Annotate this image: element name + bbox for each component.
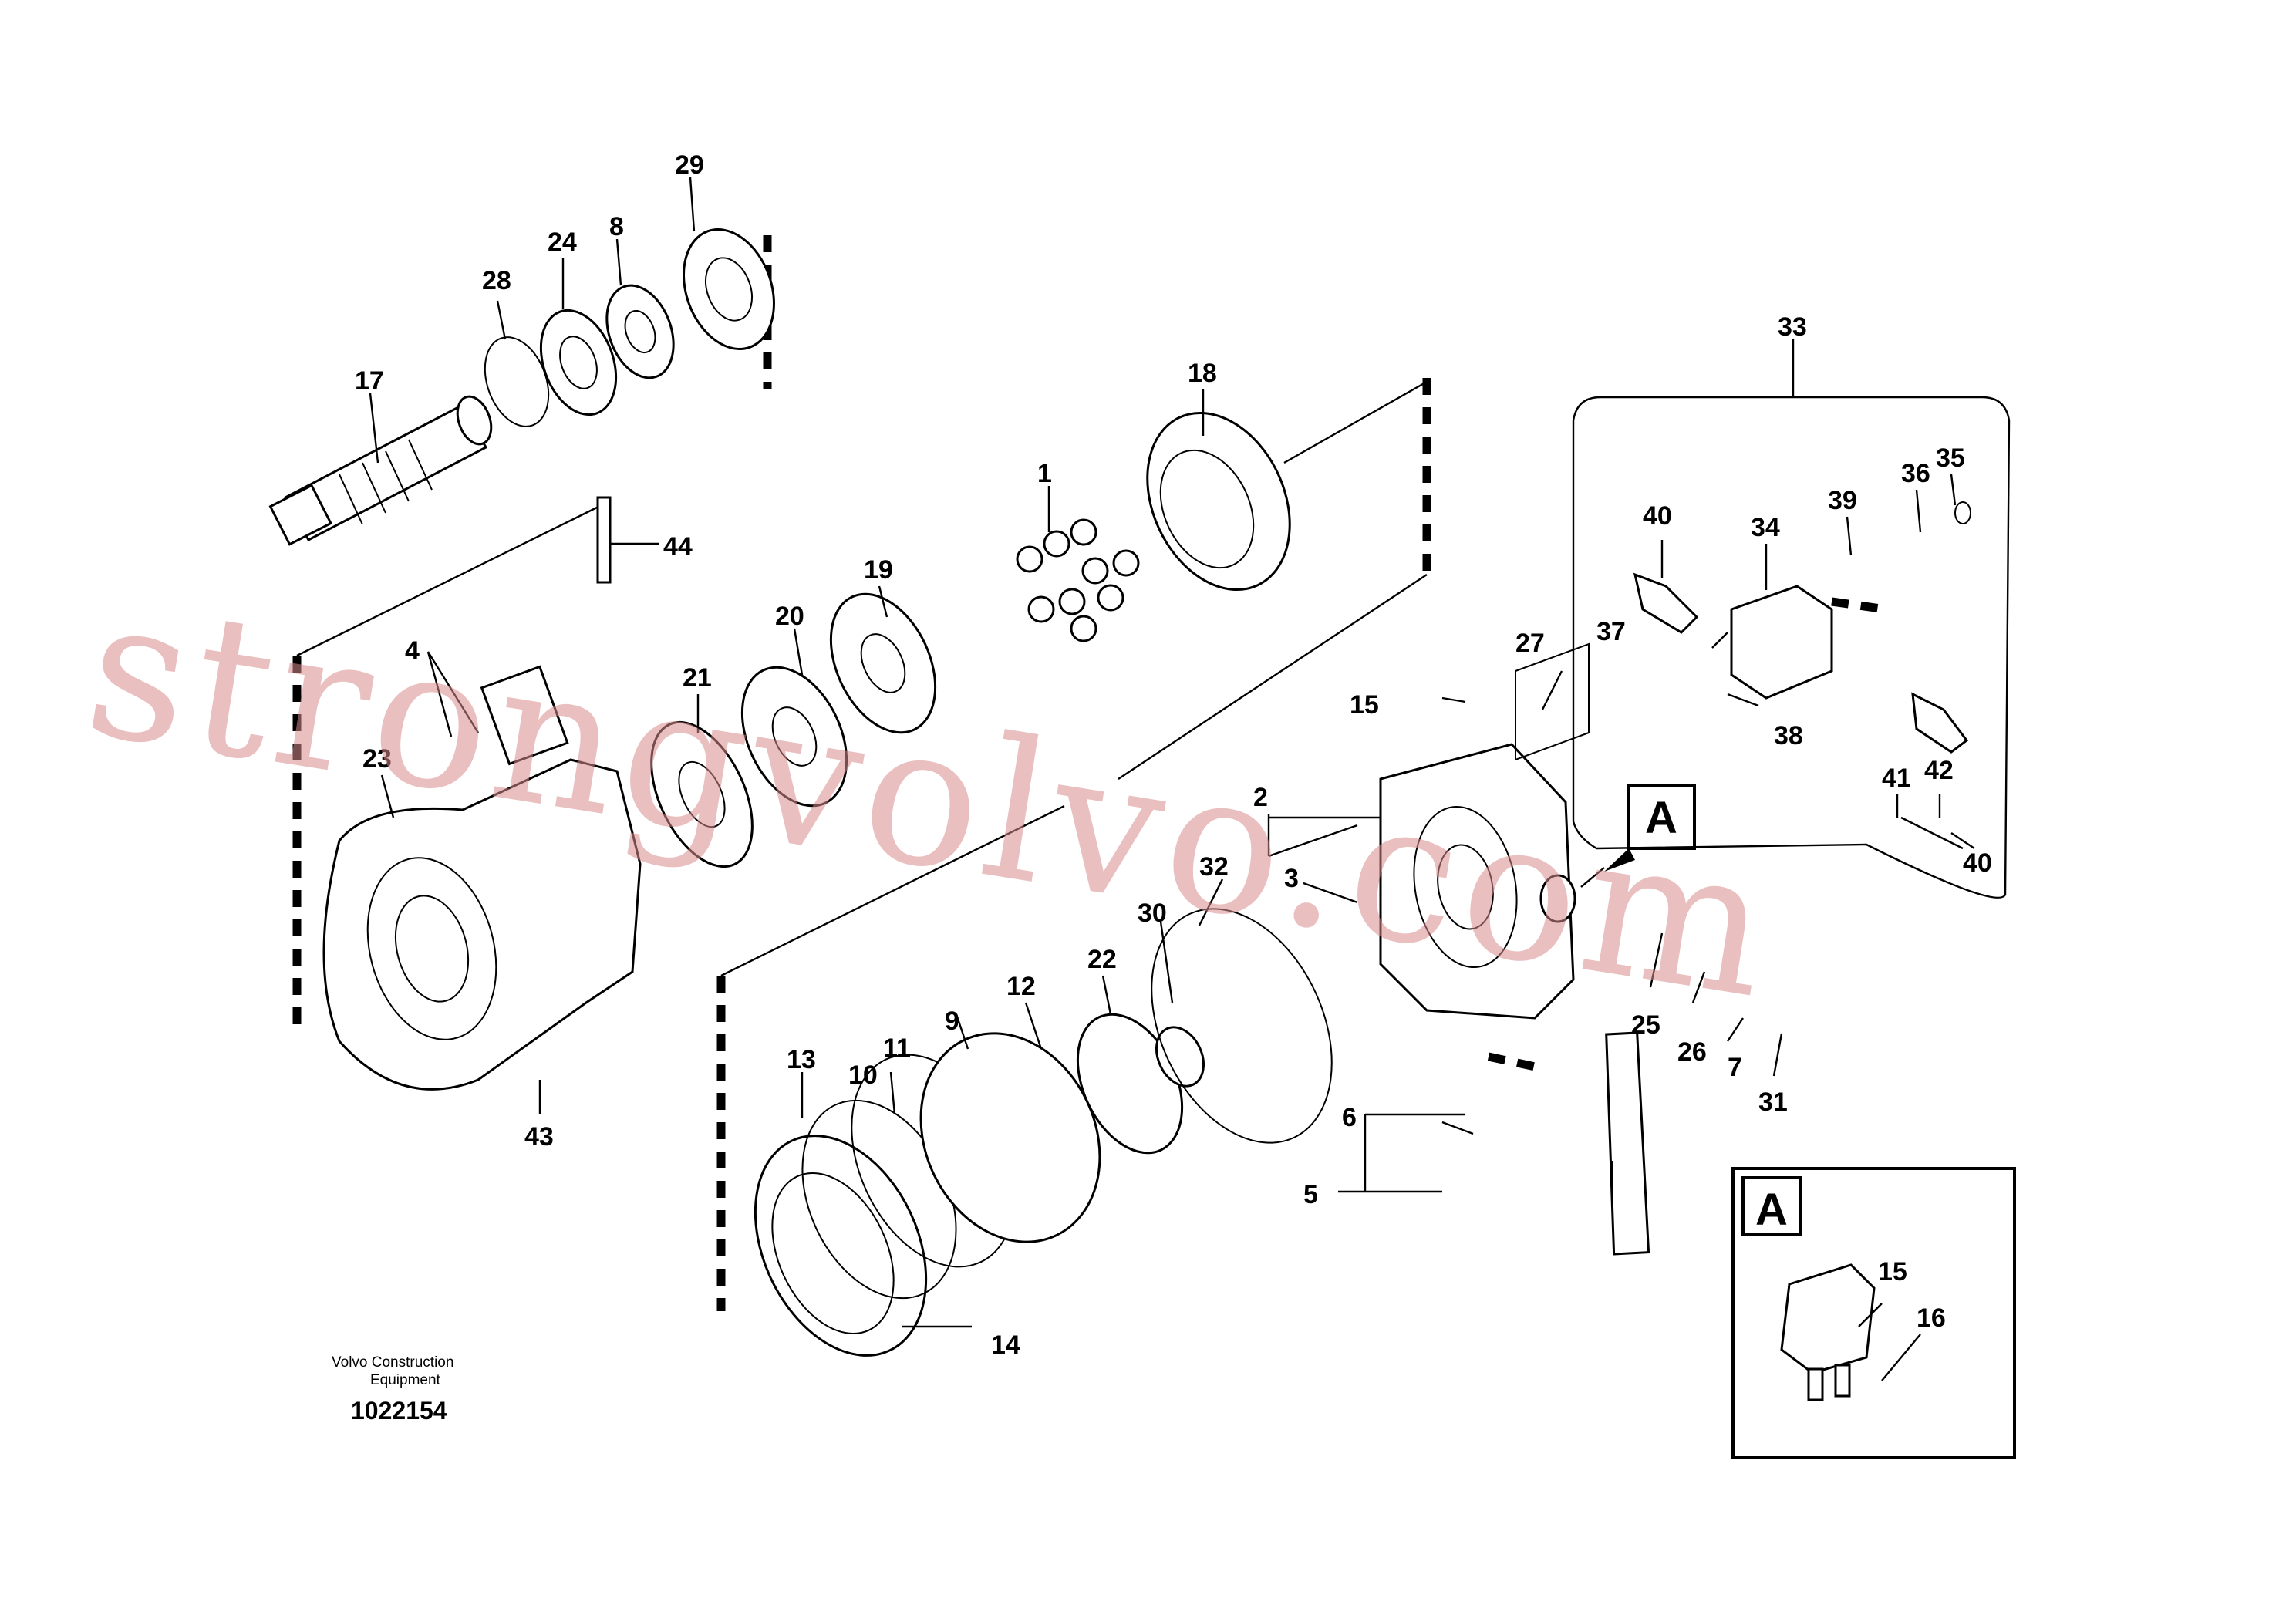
callout-24: 24 — [548, 228, 577, 257]
callout-27: 27 — [1515, 629, 1545, 658]
drawing-number: 1022154 — [351, 1397, 447, 1425]
callout-39: 39 — [1828, 486, 1857, 515]
detail-view-letter: A — [1755, 1185, 1788, 1235]
callout-34: 34 — [1751, 513, 1780, 542]
callout-37: 37 — [1596, 617, 1626, 646]
callout-5: 5 — [1303, 1180, 1318, 1209]
callout-43: 43 — [524, 1122, 554, 1152]
callout-14: 14 — [991, 1330, 1020, 1360]
callout-38: 38 — [1774, 721, 1803, 750]
callout-28: 28 — [482, 266, 511, 295]
callout-31: 31 — [1758, 1088, 1788, 1117]
callout-19: 19 — [864, 555, 893, 585]
detail-valve-part — [1780, 1263, 1876, 1401]
callout-16: 16 — [1917, 1303, 1946, 1333]
callout-15-detail: 15 — [1878, 1257, 1907, 1286]
group-33-outline — [1572, 396, 2011, 899]
callout-12: 12 — [1006, 972, 1036, 1001]
callout-9: 9 — [945, 1007, 959, 1036]
cylinder-block-assembly — [650, 411, 1291, 868]
leader-lines — [369, 177, 1975, 1381]
callout-40-top: 40 — [1643, 501, 1672, 531]
dashed-frames — [292, 235, 1886, 1311]
callout-3: 3 — [1284, 864, 1299, 893]
callout-1: 1 — [1037, 459, 1052, 488]
callout-40-bottom: 40 — [1963, 848, 1992, 878]
callout-7: 7 — [1728, 1053, 1742, 1082]
callout-33: 33 — [1778, 312, 1807, 342]
callout-8: 8 — [609, 212, 624, 241]
callout-labels: 1 2 3 4 5 6 7 8 9 10 11 12 13 14 15 15 1… — [355, 150, 1992, 1360]
motor-housing — [322, 496, 642, 1091]
callout-17: 17 — [355, 366, 384, 396]
callout-32: 32 — [1199, 852, 1229, 882]
callout-21: 21 — [683, 663, 712, 693]
callout-36: 36 — [1901, 459, 1930, 488]
pistons — [1016, 518, 1140, 642]
callout-18: 18 — [1188, 359, 1217, 388]
detail-view-box — [1731, 1167, 2016, 1459]
callout-41: 41 — [1882, 764, 1911, 793]
callout-13: 13 — [787, 1045, 816, 1074]
credit-line-2: Equipment — [370, 1372, 441, 1388]
seal-ring-group — [754, 908, 1333, 1357]
view-marker-arrow — [1604, 848, 1635, 872]
solenoid-block — [1633, 501, 1971, 754]
callout-11: 11 — [883, 1034, 911, 1063]
callout-20: 20 — [775, 602, 804, 631]
valve-cover-assembly — [1379, 642, 1650, 1256]
drive-shaft-assembly — [268, 228, 775, 546]
detail-view-letter-box — [1741, 1176, 1802, 1236]
callout-2: 2 — [1253, 783, 1268, 812]
callout-44: 44 — [663, 532, 693, 561]
callout-25: 25 — [1631, 1010, 1660, 1040]
callout-26: 26 — [1677, 1037, 1707, 1067]
callout-4: 4 — [405, 636, 420, 666]
view-marker-box — [1627, 784, 1696, 850]
callout-10: 10 — [848, 1061, 878, 1090]
callout-22: 22 — [1087, 945, 1117, 974]
callout-6: 6 — [1342, 1103, 1357, 1132]
view-marker-letter: A — [1645, 793, 1677, 843]
callout-42: 42 — [1924, 756, 1954, 785]
credit-line-1: Volvo Construction — [332, 1354, 453, 1371]
callout-30: 30 — [1138, 899, 1167, 928]
callout-29: 29 — [675, 150, 704, 180]
callout-35: 35 — [1936, 443, 1965, 473]
callout-23: 23 — [362, 744, 392, 774]
callout-15-main: 15 — [1350, 690, 1379, 720]
